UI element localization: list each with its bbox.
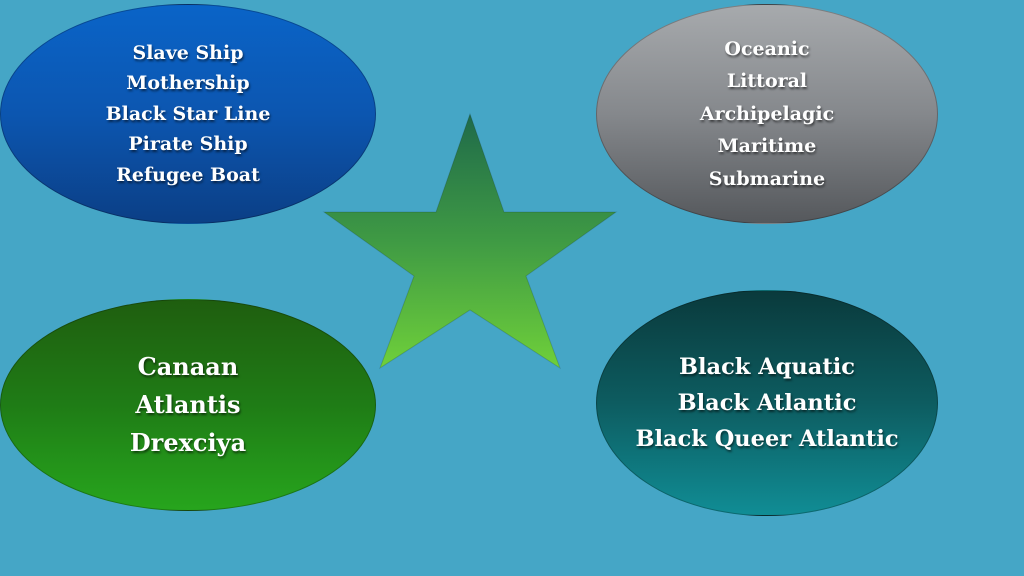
ships-item: Pirate Ship: [128, 133, 248, 156]
atlantic-list: Black Aquatic Black Atlantic Black Queer…: [635, 349, 898, 457]
geography-item: Maritime: [717, 135, 817, 158]
ships-item: Mothership: [126, 72, 250, 95]
ships-item: Black Star Line: [105, 102, 271, 125]
myth-item: Canaan: [137, 352, 239, 381]
myth-list: Canaan Atlantis Drexciya: [130, 348, 246, 462]
geography-item: Littoral: [726, 70, 808, 93]
myth-item: Atlantis: [135, 390, 241, 419]
geography-list: Oceanic Littoral Archipelagic Maritime S…: [700, 33, 834, 196]
geography-item: Archipelagic: [699, 102, 835, 125]
myth-item: Drexciya: [129, 428, 247, 457]
star-icon: [322, 112, 618, 370]
geography-item: Oceanic: [724, 37, 810, 60]
ships-item: Slave Ship: [132, 41, 244, 64]
atlantic-item: Black Queer Atlantic: [635, 426, 899, 452]
ships-list: Slave Ship Mothership Black Star Line Pi…: [106, 38, 271, 191]
ships-item: Refugee Boat: [116, 163, 260, 186]
myth-oval: Canaan Atlantis Drexciya: [0, 299, 376, 511]
atlantic-oval: Black Aquatic Black Atlantic Black Queer…: [596, 290, 938, 516]
geography-oval: Oceanic Littoral Archipelagic Maritime S…: [596, 4, 938, 224]
atlantic-item: Black Aquatic: [678, 354, 856, 380]
ships-oval: Slave Ship Mothership Black Star Line Pi…: [0, 4, 376, 224]
geography-item: Submarine: [708, 167, 826, 190]
atlantic-item: Black Atlantic: [677, 390, 857, 416]
